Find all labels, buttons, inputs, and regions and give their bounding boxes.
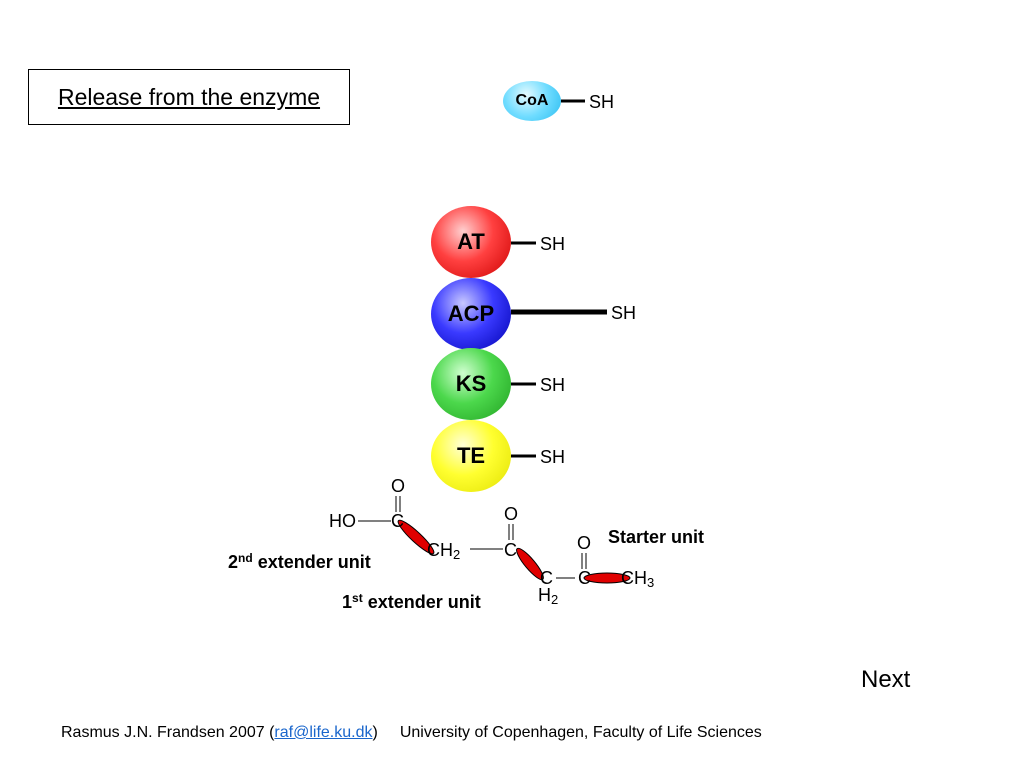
second-extender-num: 2 [228, 552, 239, 572]
highlighted-bond-3 [583, 572, 631, 584]
carbon-2: C [504, 540, 517, 560]
domain-acp-label: ACP [447, 301, 495, 326]
methyl-subscript: 3 [647, 575, 655, 590]
first-extender-text: extender unit [362, 592, 481, 612]
second-extender-label: 2nd extender unit [228, 551, 371, 573]
first-extender-num: 1 [342, 592, 353, 612]
domain-at-label: AT [457, 229, 485, 254]
domain-ks: KS [431, 348, 511, 420]
domain-te-label: TE [456, 443, 486, 468]
domain-acp-thiol: SH [611, 303, 637, 323]
second-extender-text: extender unit [252, 552, 371, 572]
methyl-group: CH3 [621, 569, 654, 589]
methylene-1-symbol: CH [427, 540, 453, 560]
title-box: Release from the enzyme [28, 69, 350, 125]
second-extender-sup: nd [238, 551, 253, 565]
footer-institution: University of Copenhagen, Faculty of Lif… [399, 724, 762, 741]
carbon-4: C [578, 568, 591, 588]
carbon-1: C [391, 511, 404, 531]
next-button[interactable]: Next [861, 666, 911, 693]
carbon-3-h: H [538, 585, 551, 605]
highlighted-bond-1 [397, 519, 435, 555]
methyl-symbol: CH [621, 568, 647, 588]
footer-email-link[interactable]: raf@life.ku.dk [274, 724, 373, 741]
carbon-3-hydrogens: H2 [538, 586, 558, 606]
domain-at: AT [431, 206, 511, 278]
domain-te-thiol: SH [540, 447, 566, 467]
domain-at-thiol: SH [540, 234, 566, 254]
coa-label: CoA [515, 92, 549, 109]
footer-author: Rasmus J.N. Frandsen 2007 ( [61, 724, 275, 741]
highlighted-bond-2 [516, 547, 544, 581]
starter-unit-label: Starter unit [608, 527, 705, 547]
methylene-1-subscript: 2 [453, 547, 461, 562]
methylene-1: CH2 [427, 541, 460, 561]
first-extender-label: 1st extender unit [342, 591, 481, 613]
first-extender-sup: st [352, 591, 363, 605]
oxygen-1: O [391, 476, 406, 496]
slide-title: Release from the enzyme [57, 83, 321, 110]
footer-close-paren: ) [372, 724, 378, 741]
coa-node: CoA [503, 81, 561, 121]
carbon-3: C [540, 568, 553, 588]
domain-te: TE [431, 420, 511, 492]
domain-acp: ACP [431, 278, 511, 350]
domain-ks-thiol: SH [540, 375, 566, 395]
coa-thiol: SH [589, 92, 615, 112]
carbon-3-subscript: 2 [551, 592, 559, 607]
oxygen-3: O [577, 533, 592, 553]
domain-ks-label: KS [455, 371, 487, 396]
oxygen-2: O [504, 504, 519, 524]
footer: Rasmus J.N. Frandsen 2007 (raf@life.ku.d… [61, 724, 762, 742]
hydroxyl-group: HO [329, 511, 356, 531]
